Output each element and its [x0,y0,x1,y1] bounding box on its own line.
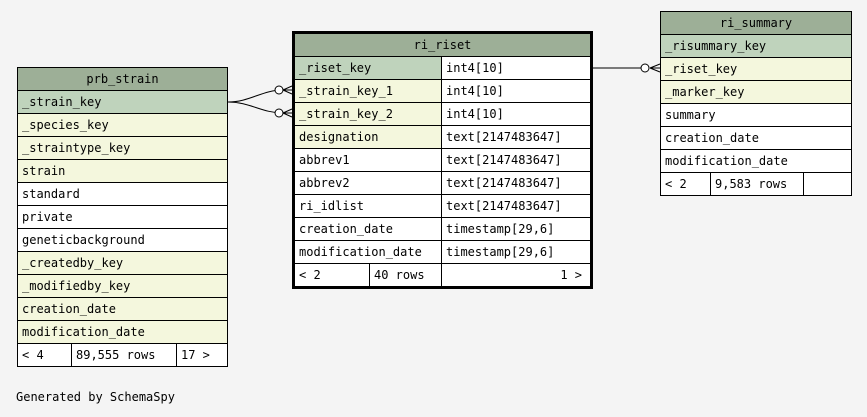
column-type: timestamp[29,6] [441,241,590,263]
column-name: creation_date [22,302,116,316]
column-row[interactable]: modification_date timestamp[29,6] [295,241,590,264]
column-row[interactable]: strain [18,160,227,183]
column-row[interactable]: creation_date [661,127,851,150]
column-row[interactable]: _riset_key int4[10] [295,57,590,80]
column-name: _riset_key [299,61,372,75]
column-name: geneticbackground [22,233,145,247]
column-type: text[2147483647] [441,149,590,171]
column-name: abbrev2 [299,176,350,190]
column-name: modification_date [665,154,788,168]
table-title: prb_strain [18,68,227,91]
column-row[interactable]: creation_date timestamp[29,6] [295,218,590,241]
column-row[interactable]: _straintype_key [18,137,227,160]
column-name: _risummary_key [665,39,767,53]
row-count: 40 rows [370,264,442,286]
column-type: int4[10] [441,103,590,125]
row-count: 89,555 rows [72,344,177,366]
column-row[interactable]: _strain_key_1 int4[10] [295,80,590,103]
column-row[interactable]: ri_idlist text[2147483647] [295,195,590,218]
children-count[interactable]: 17 > [181,348,210,362]
children-count[interactable] [804,173,851,195]
column-row[interactable]: standard [18,183,227,206]
column-row[interactable]: modification_date [18,321,227,344]
column-row[interactable]: modification_date [661,150,851,173]
column-row[interactable]: summary [661,104,851,127]
table-title: ri_summary [661,12,851,35]
column-type: int4[10] [441,57,590,79]
table-title: ri_riset [295,34,590,57]
column-name: modification_date [299,245,422,259]
column-row[interactable]: _createdby_key [18,252,227,275]
column-type: text[2147483647] [441,172,590,194]
column-name: _species_key [22,118,109,132]
table-ri-summary[interactable]: ri_summary _risummary_key _riset_key _mark… [660,11,852,196]
parents-count[interactable]: < 2 [661,173,711,195]
link-riset-to-summary [593,63,661,73]
column-type: text[2147483647] [441,195,590,217]
column-name: modification_date [22,325,145,339]
column-name: strain [22,164,66,178]
column-row[interactable]: abbrev1 text[2147483647] [295,149,590,172]
row-count: 9,583 rows [711,173,804,195]
column-name: private [22,210,73,224]
column-row[interactable]: _marker_key [661,81,851,104]
parents-count[interactable]: < 4 [18,344,72,366]
column-row[interactable]: abbrev2 text[2147483647] [295,172,590,195]
column-name: _createdby_key [22,256,124,270]
column-name: ri_idlist [299,199,365,213]
column-type: text[2147483647] [441,126,590,148]
column-name: _strain_key_1 [299,84,393,98]
link-strain-to-riset-1 [227,85,293,103]
table-footer: < 2 9,583 rows [661,173,851,195]
column-name: standard [22,187,80,201]
column-name: creation_date [665,131,759,145]
column-name: _strain_key_2 [299,107,393,121]
column-row[interactable]: private [18,206,227,229]
column-name: _modifiedby_key [22,279,131,293]
column-row[interactable]: _species_key [18,114,227,137]
children-count[interactable]: 1 > [560,268,582,282]
generated-by-text: Generated by SchemaSpy [16,390,175,404]
column-row[interactable]: _riset_key [661,58,851,81]
column-name: _marker_key [665,85,745,99]
table-footer: < 4 89,555 rows 17 > [18,344,227,366]
column-type: int4[10] [441,80,590,102]
column-name: _straintype_key [22,141,131,155]
parents-count[interactable]: < 2 [295,264,370,286]
column-row[interactable]: geneticbackground [18,229,227,252]
column-name: creation_date [299,222,393,236]
link-strain-to-riset-2 [227,101,293,118]
column-row[interactable]: _strain_key [18,91,227,114]
column-row[interactable]: _strain_key_2 int4[10] [295,103,590,126]
column-name: designation [299,130,379,144]
column-name: _riset_key [665,62,738,76]
column-name: abbrev1 [299,153,350,167]
column-row[interactable]: designation text[2147483647] [295,126,590,149]
column-row[interactable]: _modifiedby_key [18,275,227,298]
column-row[interactable]: creation_date [18,298,227,321]
column-name: _strain_key [22,95,102,109]
column-name: summary [665,108,716,122]
column-row[interactable]: _risummary_key [661,35,851,58]
table-prb-strain[interactable]: prb_strain _strain_key _species_key _strai… [17,67,228,367]
column-type: timestamp[29,6] [441,218,590,240]
table-footer: < 2 40 rows 1 > [295,264,590,286]
